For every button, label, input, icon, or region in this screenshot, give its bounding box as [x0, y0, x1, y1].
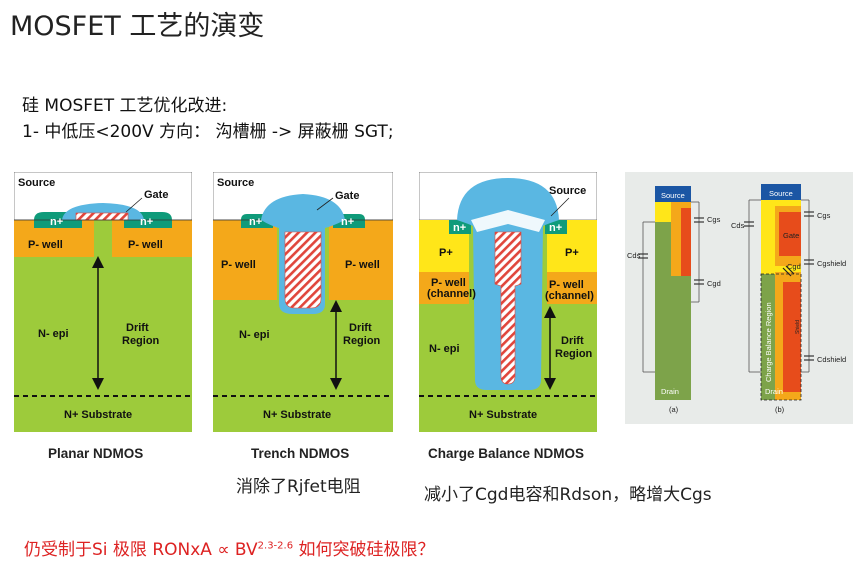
- cross-b-region-label: Charge Balance Region: [764, 302, 773, 382]
- trench-pwell-left-label: P- well: [221, 259, 256, 271]
- trench-drift-label-2: Region: [343, 335, 381, 347]
- cross-b-source: [761, 184, 801, 200]
- bottom-exponent: 2.3-2.6: [257, 540, 294, 552]
- capacitance-cross-section-diagram: Source Drain Cds Cgs Cgd (a) Source Gate…: [625, 172, 853, 424]
- trench-caption: Trench NDMOS: [251, 446, 350, 461]
- trench-nplus-left: n+: [249, 216, 262, 228]
- planar-pwell-right-label: P- well: [128, 239, 163, 251]
- cross-b-gate-label: Gate: [783, 231, 799, 240]
- cross-a-source-label: Source: [661, 191, 685, 200]
- charge-pplus-right-label: P+: [565, 247, 579, 259]
- charge-drift-label-2: Region: [555, 348, 593, 360]
- planar-pwell-left-label: P- well: [28, 239, 63, 251]
- charge-nepi-label: N- epi: [429, 343, 460, 355]
- planar-gate: [75, 212, 129, 221]
- charge-nplus-left: n+: [453, 222, 466, 234]
- cross-b-cgs-label: Cgs: [817, 211, 831, 220]
- planar-gate-label: Gate: [144, 189, 168, 201]
- planar-caption: Planar NDMOS: [48, 446, 144, 461]
- cross-b-drain-label: Drain: [765, 387, 783, 396]
- trench-gate-label: Gate: [335, 190, 359, 202]
- cross-b-cds-label: Cds: [731, 221, 745, 230]
- charge-substrate-label: N+ Substrate: [469, 409, 537, 421]
- trench-pwell-right-label: P- well: [345, 259, 380, 271]
- page-title: MOSFET 工艺的演变: [10, 11, 265, 42]
- bottom-suffix: 如何突破硅极限？: [293, 540, 435, 560]
- charge-drift-label-1: Drift: [561, 335, 584, 347]
- cross-b-cgshield-label: Cgshield: [817, 259, 846, 268]
- intro-text: 硅 MOSFET 工艺优化改进:: [22, 96, 228, 116]
- charge-balance-ndmos-diagram: Source n+ n+ P+ P+ P- well (channel) P- …: [419, 172, 597, 432]
- planar-ndmos-diagram: Source Gate n+ n+ P- well P- well N- epi…: [14, 172, 192, 432]
- cross-a-drain-label: Drain: [661, 387, 679, 396]
- cross-b-sublabel: (b): [775, 405, 785, 414]
- charge-pwell-right-label-2: (channel): [545, 290, 594, 302]
- cross-b-cgd-label: Cgd: [787, 262, 801, 271]
- charge-pwell-left-label-1: P- well: [431, 277, 466, 289]
- bottom-question: 仍受制于Si 极限 RONxA ∝ BV2.3-2.6 如何突破硅极限？: [24, 535, 434, 560]
- cross-a-cgd-label: Cgd: [707, 279, 721, 288]
- cross-b-shield: [783, 282, 801, 392]
- planar-nplus-right: n+: [140, 216, 153, 228]
- charge-pwell-left-label-2: (channel): [427, 288, 476, 300]
- charge-pplus-left-label: P+: [439, 247, 453, 259]
- cross-b-shield-label: Shield: [795, 320, 801, 334]
- charge-note: 减小了Cgd电容和Rdson，略增大Cgs: [424, 485, 712, 505]
- bottom-prefix: 仍受制于Si 极限 RONxA ∝ BV: [24, 540, 258, 560]
- cross-b-cdshield-label: Cdshield: [817, 355, 846, 364]
- cross-a-source: [655, 186, 691, 202]
- trench-source-label: Source: [217, 177, 254, 189]
- charge-caption: Charge Balance NDMOS: [428, 446, 585, 461]
- trench-nplus-right: n+: [341, 216, 354, 228]
- cross-b-gate: [779, 212, 801, 256]
- item-1-text: 1- 中低压<200V 方向： 沟槽栅 -> 屏蔽栅 SGT;: [22, 122, 394, 142]
- charge-shield-electrode: [494, 231, 522, 385]
- trench-pwell-left: [213, 220, 277, 300]
- charge-pwell-right-label-1: P- well: [549, 279, 584, 291]
- trench-nepi-label: N- epi: [239, 329, 270, 341]
- cross-a-sublabel: (a): [669, 405, 679, 414]
- trench-pwell-right: [329, 220, 393, 300]
- trench-ndmos-diagram: Source Gate n+ n+ P- well P- well N- epi…: [213, 172, 393, 432]
- trench-note: 消除了Rjfet电阻: [236, 477, 361, 497]
- planar-substrate-label: N+ Substrate: [64, 409, 132, 421]
- planar-drift-label-2: Region: [122, 335, 160, 347]
- cross-b-source-label: Source: [769, 189, 793, 198]
- trench-drift-label-1: Drift: [349, 322, 372, 334]
- cross-a-cds-label: Cds: [627, 251, 641, 260]
- planar-nepi-label: N- epi: [38, 328, 69, 340]
- planar-source-label: Source: [18, 177, 55, 189]
- trench-substrate-label: N+ Substrate: [263, 409, 331, 421]
- trench-gate: [284, 231, 322, 309]
- planar-nplus-left: n+: [50, 216, 63, 228]
- cross-a-cgs-label: Cgs: [707, 215, 721, 224]
- charge-source-label: Source: [549, 185, 586, 197]
- charge-nplus-right: n+: [549, 222, 562, 234]
- planar-drift-label-1: Drift: [126, 322, 149, 334]
